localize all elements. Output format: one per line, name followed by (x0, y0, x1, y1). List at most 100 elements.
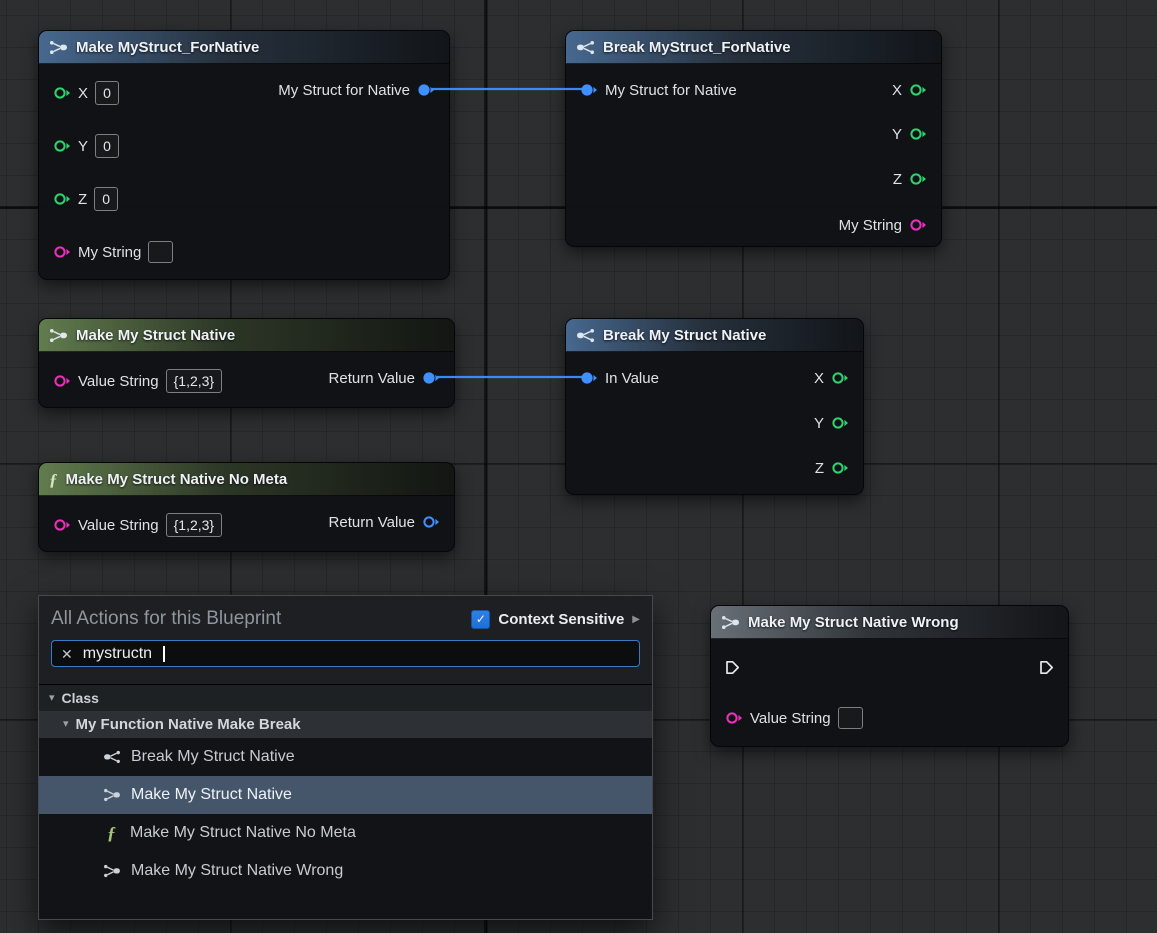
break-struct-icon (577, 328, 594, 342)
group-label: My Function Native Make Break (75, 716, 301, 733)
context-sensitive-label: Context Sensitive (498, 610, 625, 628)
pin-struct-input[interactable] (580, 83, 598, 97)
submenu-arrow-icon[interactable]: ▶ (632, 613, 640, 625)
chevron-down-icon: ▾ (49, 691, 55, 704)
node-title: Make MyStruct_ForNative (76, 38, 260, 56)
pin-z-value[interactable]: 0 (94, 187, 119, 211)
category-label: Class (61, 690, 99, 706)
pin-label: Y (813, 414, 824, 432)
node-title: Make My Struct Native Wrong (748, 613, 959, 631)
pin-x-output[interactable] (831, 371, 849, 385)
function-icon: ƒ (49, 469, 58, 489)
make-struct-icon (104, 864, 120, 878)
pin-label: Z (814, 459, 824, 477)
check-icon: ✓ (475, 612, 486, 626)
node-make-my-struct-native-wrong[interactable]: Make My Struct Native Wrong Value String (710, 605, 1069, 747)
pin-y-input[interactable] (53, 139, 71, 153)
node-title: Make My Struct Native (76, 326, 236, 344)
pin-in-value-input[interactable] (580, 371, 598, 385)
node-header[interactable]: ƒ Make My Struct Native No Meta (39, 463, 454, 496)
pin-my-string-output[interactable] (909, 218, 927, 232)
pin-label: X (813, 369, 824, 387)
node-make-my-struct-native[interactable]: Make My Struct Native Value String {1,2,… (38, 318, 455, 408)
node-header[interactable]: Break My Struct Native (566, 319, 863, 352)
function-icon: ƒ (107, 823, 116, 843)
tree-category-class[interactable]: ▾ Class (39, 685, 652, 711)
node-title: Break My Struct Native (603, 326, 767, 344)
item-label: Make My Struct Native Wrong (131, 862, 344, 879)
pin-label: In Value (605, 369, 659, 387)
tree-item-make-my-struct-native-wrong[interactable]: Make My Struct Native Wrong (39, 852, 652, 890)
node-header[interactable]: Make MyStruct_ForNative (39, 31, 449, 64)
text-cursor (163, 645, 165, 662)
node-header[interactable]: Make My Struct Native Wrong (711, 606, 1068, 639)
pin-value-string-input[interactable] (53, 374, 71, 388)
pin-value-string-input[interactable] (53, 518, 71, 532)
pin-label: X (891, 81, 902, 99)
pin-label: Value String (750, 709, 831, 727)
exec-out-pin[interactable] (1039, 660, 1054, 675)
tree-item-break-my-struct-native[interactable]: Break My Struct Native (39, 738, 652, 776)
pin-label: My String (838, 216, 902, 234)
pin-label: Value String (78, 516, 159, 534)
pin-struct-output[interactable] (417, 83, 435, 97)
pin-label: Y (78, 137, 89, 155)
action-list: ▾ Class ▾ My Function Native Make Break … (39, 684, 652, 919)
pin-label: Y (891, 125, 902, 143)
search-input[interactable]: ✕ mystructn (51, 640, 640, 667)
pin-label: Return Value (328, 513, 415, 531)
pin-y-output[interactable] (909, 127, 927, 141)
node-title: Make My Struct Native No Meta (65, 470, 288, 488)
pin-x-output[interactable] (909, 83, 927, 97)
pin-value-string-input[interactable] (725, 711, 743, 725)
pin-label: Value String (78, 372, 159, 390)
pin-label: X (78, 84, 89, 102)
pin-my-string-input[interactable] (53, 245, 71, 259)
item-label: Make My Struct Native (131, 786, 292, 803)
pin-value-string-value[interactable]: {1,2,3} (165, 513, 223, 537)
node-header[interactable]: Break MyStruct_ForNative (566, 31, 941, 64)
pin-label: My String (78, 243, 142, 261)
pin-value-string-value[interactable] (837, 707, 863, 729)
break-struct-icon (577, 40, 594, 54)
make-struct-icon (50, 328, 67, 342)
pin-value-string-value[interactable]: {1,2,3} (165, 369, 223, 393)
blueprint-actions-menu: All Actions for this Blueprint ✓ Context… (38, 595, 653, 920)
node-make-my-struct-native-no-meta[interactable]: ƒ Make My Struct Native No Meta Value St… (38, 462, 455, 552)
pin-label: Z (892, 170, 902, 188)
pin-return-value-output[interactable] (422, 371, 440, 385)
pin-z-input[interactable] (53, 192, 71, 206)
menu-title: All Actions for this Blueprint (51, 608, 282, 629)
clear-search-icon[interactable]: ✕ (61, 645, 73, 662)
pin-x-value[interactable]: 0 (95, 81, 120, 105)
item-label: Break My Struct Native (131, 748, 295, 765)
node-break-mystruct-fornative[interactable]: Break MyStruct_ForNative My Struct for N… (565, 30, 942, 247)
make-struct-icon (50, 40, 67, 54)
node-title: Break MyStruct_ForNative (603, 38, 791, 56)
item-label: Make My Struct Native No Meta (130, 824, 356, 841)
pin-z-output[interactable] (909, 172, 927, 186)
pin-z-output[interactable] (831, 461, 849, 475)
pin-label: Return Value (328, 369, 415, 387)
context-sensitive-checkbox[interactable]: ✓ (471, 609, 491, 629)
node-header[interactable]: Make My Struct Native (39, 319, 454, 352)
tree-item-make-my-struct-native-no-meta[interactable]: ƒ Make My Struct Native No Meta (39, 814, 652, 852)
pin-x-input[interactable] (53, 86, 71, 100)
exec-in-pin[interactable] (725, 660, 740, 675)
tree-item-make-my-struct-native[interactable]: Make My Struct Native (39, 776, 652, 814)
context-sensitive-control[interactable]: ✓ Context Sensitive ▶ (471, 609, 640, 629)
pin-y-output[interactable] (831, 416, 849, 430)
pin-return-value-output[interactable] (422, 515, 440, 529)
pin-label: My Struct for Native (605, 81, 737, 99)
make-struct-icon (722, 615, 739, 629)
pin-label: Z (78, 190, 88, 208)
break-struct-icon (104, 750, 120, 764)
search-text: mystructn (82, 644, 153, 662)
tree-group-my-function-native-make-break[interactable]: ▾ My Function Native Make Break (39, 711, 652, 738)
node-make-mystruct-fornative[interactable]: Make MyStruct_ForNative X 0 Y 0 Z 0 My S… (38, 30, 450, 280)
pin-y-value[interactable]: 0 (95, 134, 120, 158)
node-break-my-struct-native[interactable]: Break My Struct Native In Value X Y Z (565, 318, 864, 495)
pin-my-string-value[interactable] (148, 241, 174, 263)
pin-label: My Struct for Native (278, 81, 410, 99)
